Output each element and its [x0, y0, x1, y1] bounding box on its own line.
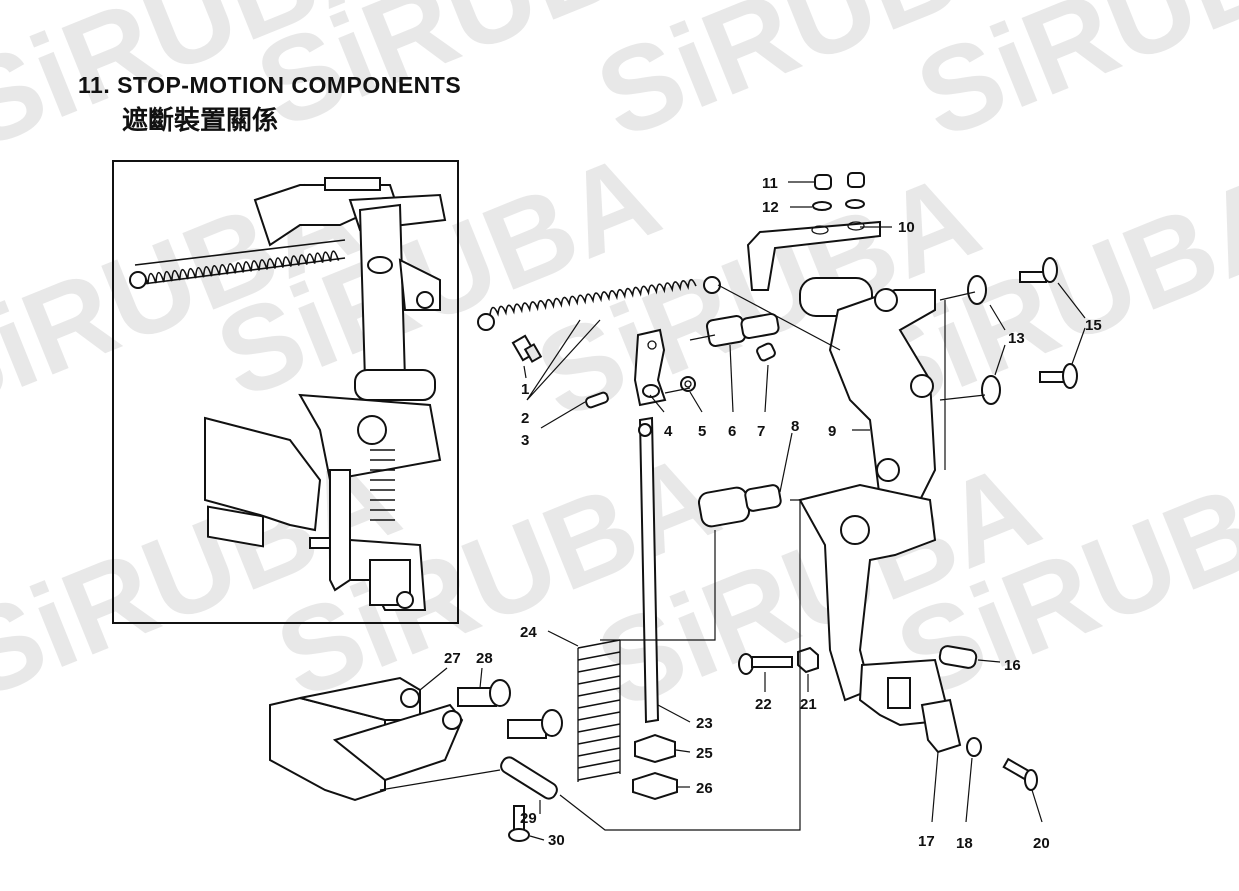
- part-26-nut: [632, 771, 678, 801]
- part-27-base: [269, 676, 464, 802]
- part-label: 16: [1004, 657, 1021, 674]
- part-label: 8: [791, 418, 799, 435]
- part-label: 7: [757, 423, 765, 440]
- part-label: 6: [728, 423, 736, 440]
- part-13-washer: [967, 275, 987, 305]
- part-15-screw: [1039, 363, 1078, 389]
- part-11-screw: [814, 174, 832, 190]
- part-label: 20: [1033, 835, 1050, 852]
- part-label: 30: [548, 832, 565, 849]
- part-23-rod: [638, 416, 660, 724]
- part-label: 2: [521, 410, 529, 427]
- part-label: 15: [1085, 317, 1102, 334]
- part-21-nut: [797, 646, 819, 674]
- part-10-bracket: [746, 220, 881, 291]
- part-label: 29: [520, 810, 537, 827]
- watermark-text: SiRUBA: [900, 0, 1239, 164]
- part-label: 13: [1008, 330, 1025, 347]
- part-15-screw: [1019, 257, 1058, 283]
- leader-lines: [379, 181, 1086, 841]
- part-label: 23: [696, 715, 713, 732]
- part-label: 11: [762, 175, 778, 192]
- page-title-chinese: 遮斷裝置關係: [122, 106, 279, 136]
- part-28-bolt: [507, 709, 563, 739]
- part-5-nut: [680, 376, 696, 392]
- part-label: 1: [521, 381, 529, 398]
- part-16-pin: [938, 645, 978, 669]
- part-29-pin: [500, 756, 558, 800]
- part-7-screw: [756, 342, 776, 362]
- part-label: 22: [755, 696, 772, 713]
- part-label: 24: [520, 624, 537, 641]
- part-label: 27: [444, 650, 461, 667]
- part-label: 5: [698, 423, 706, 440]
- part-22-screw: [738, 653, 793, 675]
- part-label: 28: [476, 650, 493, 667]
- part-label: 18: [956, 835, 973, 852]
- part-6-shaft: [705, 312, 780, 347]
- part-label: 12: [762, 199, 779, 216]
- part-12-washer: [812, 201, 832, 211]
- page-title: 11. STOP-MOTION COMPONENTS: [78, 72, 462, 98]
- part-label: 26: [696, 780, 713, 797]
- part-2-spring: [477, 276, 721, 331]
- part-11-screw: [847, 172, 865, 188]
- part-3-pin: [585, 391, 609, 409]
- part-label: 9: [828, 423, 836, 440]
- part-12-washer: [845, 199, 865, 209]
- part-13-washer: [981, 375, 1001, 405]
- part-8-stud: [697, 484, 782, 528]
- part-label: 10: [898, 219, 915, 236]
- part-18-washer: [966, 737, 982, 757]
- part-24-spring: [577, 639, 621, 782]
- part-label: 17: [918, 833, 935, 850]
- part-labels: 11 12 10 1 2 3 4 5 6 7 8 9 13 15 16 17 1…: [444, 175, 1102, 852]
- part-20-screw: [1002, 757, 1038, 791]
- part-label: 3: [521, 432, 529, 449]
- part-label: 4: [664, 423, 673, 440]
- part-1-pin: [511, 334, 543, 363]
- part-25-nut: [634, 733, 676, 764]
- part-label: 21: [800, 696, 817, 713]
- assembled-view-inset: [112, 160, 459, 624]
- part-label: 25: [696, 745, 713, 762]
- part-17-block: [920, 698, 962, 754]
- part-30-screw: [508, 805, 530, 842]
- part-28-bolt: [457, 679, 511, 707]
